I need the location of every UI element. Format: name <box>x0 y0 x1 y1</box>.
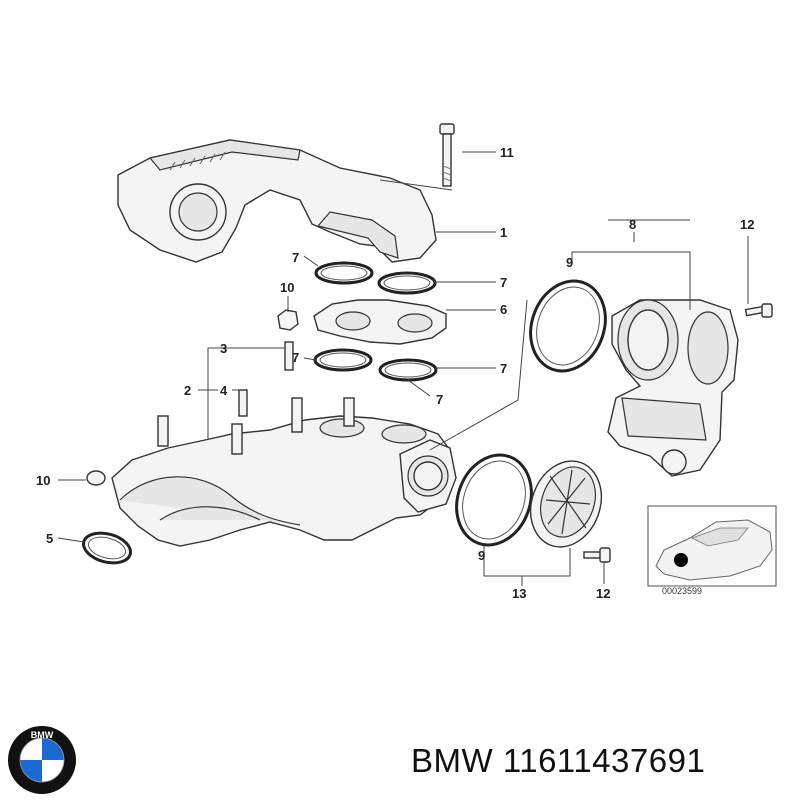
callout-9-lower: 9 <box>478 548 485 563</box>
gasket-7-lower-left <box>313 348 373 372</box>
callout-1: 1 <box>500 225 507 240</box>
callout-7-mid: 7 <box>292 350 299 365</box>
callout-9-upper: 9 <box>566 255 573 270</box>
bolt-12-lower <box>583 547 611 563</box>
callout-7-bottom: 7 <box>436 392 443 407</box>
stud-4 <box>238 389 248 417</box>
gasket-7-upper-right <box>377 271 437 295</box>
nut-10-upper <box>277 309 299 331</box>
callout-6: 6 <box>500 302 507 317</box>
callout-12-upper: 12 <box>740 217 754 232</box>
gasket-7-upper-left <box>314 261 374 285</box>
part-number-caption: BMW 11611437691 <box>411 742 706 779</box>
lower-intake-manifold <box>111 397 457 547</box>
flange-plate-6 <box>313 299 447 345</box>
callout-4: 4 <box>220 383 228 398</box>
callouts: 11 1 7 7 10 6 7 7 7 3 2 4 10 5 8 9 12 9 … <box>36 145 754 601</box>
callout-2: 2 <box>184 383 191 398</box>
callout-5: 5 <box>46 531 53 546</box>
callout-10-lower: 10 <box>36 473 50 488</box>
bmw-logo-lettering: BMW <box>31 730 54 740</box>
callout-11: 11 <box>500 145 514 160</box>
bmw-logo: BMW <box>8 726 76 794</box>
inset-reference-number: 00023599 <box>662 586 702 596</box>
callout-3: 3 <box>220 341 227 356</box>
clamp-5 <box>82 531 132 565</box>
vehicle-locator-inset: 00023599 <box>647 505 777 596</box>
callout-12-lower: 12 <box>596 586 610 601</box>
callout-7-right-2: 7 <box>500 361 507 376</box>
callout-7-top: 7 <box>292 250 299 265</box>
nut-10-lower <box>86 470 106 486</box>
callout-13: 13 <box>512 586 526 601</box>
leader-lines <box>57 151 749 586</box>
callout-10-upper: 10 <box>280 280 294 295</box>
callout-8: 8 <box>629 217 636 232</box>
callout-7-right-1: 7 <box>500 275 507 290</box>
gasket-7-lower-right <box>378 358 438 382</box>
gasket-9-middle <box>455 453 533 547</box>
cover-plate-13 <box>529 460 603 548</box>
throttle-body-8 <box>607 299 739 477</box>
bolt-11 <box>439 123 455 187</box>
gasket-9-upper <box>529 279 607 373</box>
upper-intake-manifold <box>117 139 437 263</box>
stud-3 <box>284 341 294 371</box>
bolt-12-upper <box>744 303 773 318</box>
